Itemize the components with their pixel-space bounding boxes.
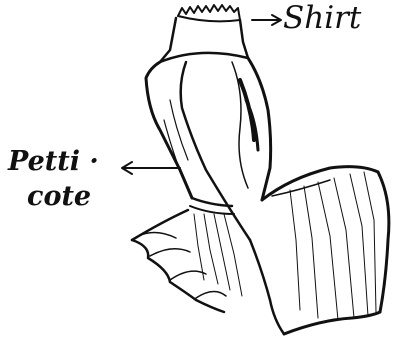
- shirt-arrow: [252, 15, 281, 25]
- petticote-arrow: [122, 162, 180, 174]
- petticote-label-line2: cote: [27, 183, 91, 210]
- shirt-label: Shirt: [283, 3, 361, 34]
- petticote-label-line1: Petti ·: [8, 148, 99, 175]
- petticoat-flounce: [132, 198, 242, 312]
- sleeve-cuff: [250, 167, 389, 334]
